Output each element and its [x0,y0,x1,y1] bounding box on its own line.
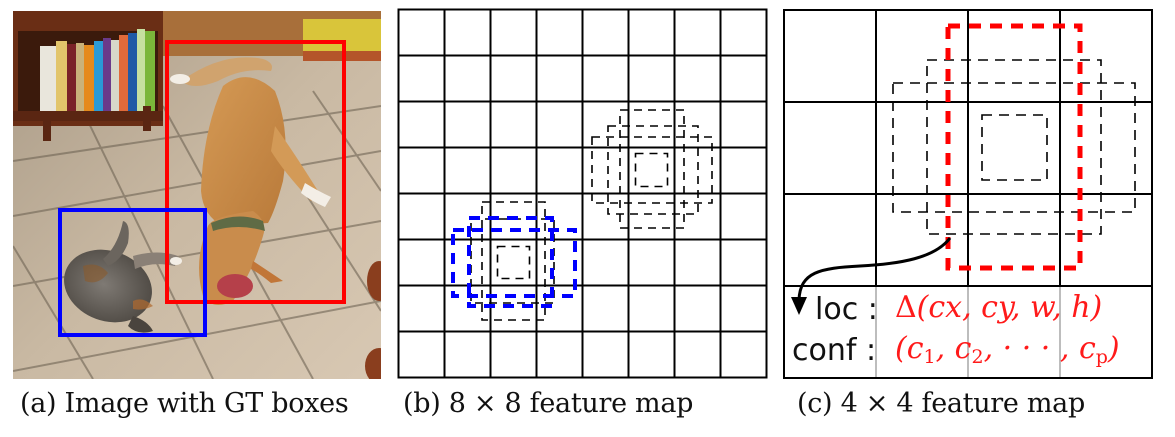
conf-close: ) [1107,331,1120,366]
arrow-to-predictions [797,237,952,301]
conf-sub-p: p [1095,346,1108,368]
default-boxes-unmatched-cell [591,109,713,229]
matched-default-boxes-cat [451,216,577,308]
caption-c: (c) 4 × 4 feature map [797,388,1085,419]
caption-b: (b) 8 × 8 feature map [403,388,694,419]
grid-8x8 [397,8,768,379]
conf-label: conf : [792,333,877,368]
matched-default-box-dog [945,23,1083,271]
caption-a: (a) Image with GT boxes [20,388,349,419]
conf-open: (c [895,331,924,366]
grid-4x4-bottom-row-lines [875,286,1061,378]
default-boxes-cat-cell [470,201,555,321]
cat [64,221,182,333]
loc-value: Δ(cx, cy, w, h) [895,290,1102,325]
default-boxes-dog-cell [892,59,1136,235]
conf-mid-2: , · · · , c [983,331,1096,366]
dog [170,57,331,305]
panel-a [13,11,381,379]
photo-dog-and-cat [13,11,381,379]
delta-symbol: Δ [895,290,917,325]
loc-label: loc : [815,292,878,327]
conf-value: (c1, c2, · · · , cp) [895,331,1120,368]
arrowhead-icon [791,297,807,315]
conf-sub-1: 1 [923,346,936,368]
loc-tuple: (cx, cy, w, h) [916,290,1103,325]
conf-mid-1: , c [935,331,972,366]
gt-box-dog [165,40,346,304]
conf-sub-2: 2 [971,346,984,368]
grid-4x4 [783,9,1153,379]
gt-box-cat [58,208,207,337]
